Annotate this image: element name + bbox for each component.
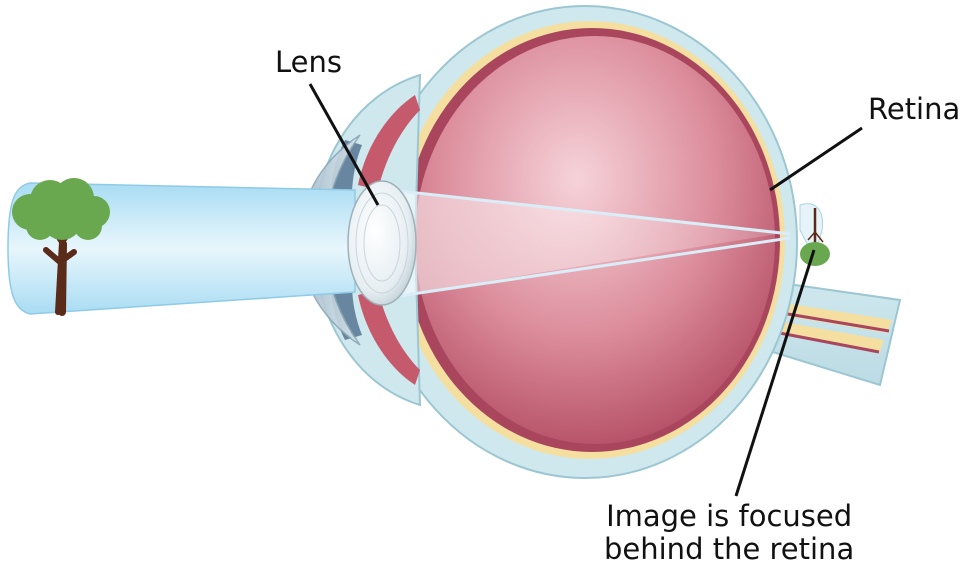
image-focus-label-line1: Image is focused [604,500,854,533]
lens-label: Lens [275,46,342,79]
image-focus-label-line2: behind the retina [604,533,854,566]
image-focus-label: Image is focused behind the retina [604,500,854,567]
focused-image-tree-icon [800,204,830,266]
lens [348,181,416,305]
retina-label: Retina [868,93,960,126]
